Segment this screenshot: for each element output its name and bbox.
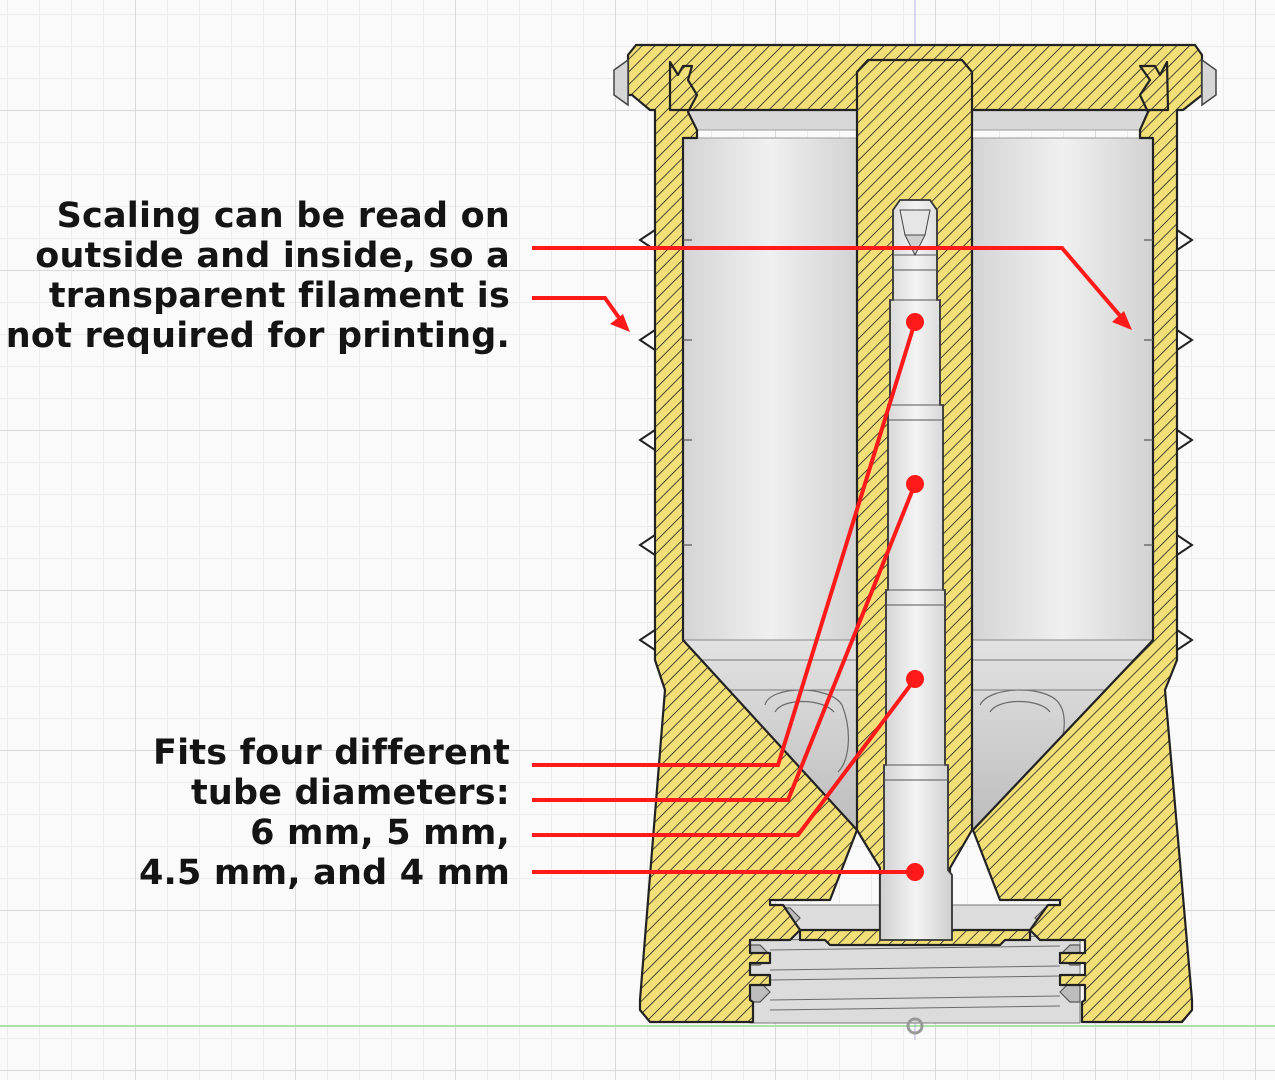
scaling-callout-line-2: outside and inside, so a: [35, 236, 510, 276]
outer-shell-section: [613, 43, 1217, 1024]
dot-4mm: [906, 863, 924, 881]
diameters-callout-line-3: 6 mm, 5 mm,: [250, 813, 510, 853]
leader-4-5mm: [532, 677, 917, 837]
dot-5mm: [906, 475, 924, 493]
leader-5mm: [532, 483, 917, 802]
center-stem-section: [798, 58, 1032, 947]
leader-scaling-right: [532, 246, 1124, 320]
leader-scaling-left: [532, 296, 624, 324]
diameters-callout-line-2: tube diameters:: [190, 773, 510, 813]
dot-6mm: [906, 313, 924, 331]
diameter-leaders: [532, 321, 917, 874]
scaling-callout-line-1: Scaling can be read on: [56, 196, 510, 236]
diameters-callout-line-4: 4.5 mm, and 4 mm: [138, 853, 510, 893]
leader-6mm: [532, 321, 917, 767]
diameter-dots: [906, 313, 924, 881]
scaling-callout: Scaling can be read on outside and insid…: [6, 196, 510, 356]
scaling-callout-line-3: transparent filament is: [48, 276, 510, 316]
dot-4-5mm: [906, 670, 924, 688]
scaling-arrowheads: [610, 311, 1132, 332]
scaling-leaders: [532, 246, 1124, 324]
diameters-callout-line-1: Fits four different: [153, 733, 510, 773]
diameters-callout: Fits four different tube diameters: 6 mm…: [139, 733, 510, 893]
scaling-callout-line-4: not required for printing.: [5, 316, 510, 356]
